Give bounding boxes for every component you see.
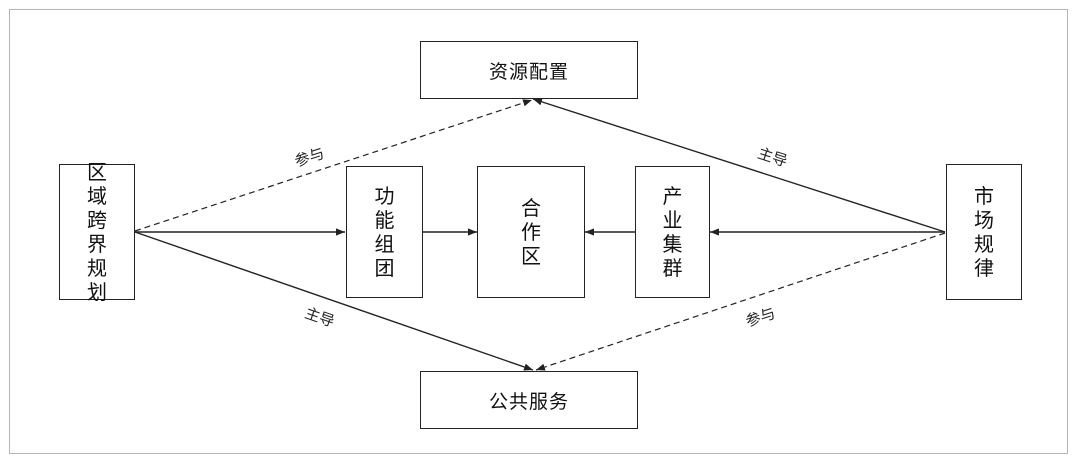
node-industrial-cluster: 产业集群	[635, 166, 710, 298]
edge-market-to-public	[535, 232, 946, 371]
node-public-service: 公共服务	[420, 371, 638, 429]
node-industrial-cluster-label: 产业集群	[662, 184, 683, 280]
node-public-service-label: 公共服务	[488, 390, 569, 413]
edge-label-lead-top: 主导	[755, 144, 789, 170]
node-regional-planning-label: 区域跨界规划	[87, 160, 107, 304]
edge-label-participate-top: 参与	[292, 144, 326, 170]
node-resource-allocation-label: 资源配置	[488, 60, 569, 83]
node-regional-planning: 区域跨界规划	[59, 160, 135, 304]
diagram-frame	[9, 9, 1068, 454]
node-market-law-label: 市场规律	[974, 184, 994, 280]
node-cooperation-zone: 合作区	[477, 166, 585, 298]
edge-market-to-resource	[532, 98, 946, 233]
edge-regional-to-resource	[134, 99, 533, 232]
node-market-law: 市场规律	[946, 164, 1022, 300]
node-functional-group-label: 功能组团	[374, 184, 395, 280]
edge-label-participate-bottom: 参与	[743, 304, 777, 330]
edge-label-lead-bottom: 主导	[303, 304, 337, 331]
node-resource-allocation: 资源配置	[420, 41, 638, 99]
node-functional-group: 功能组团	[346, 166, 423, 298]
edge-regional-to-public	[134, 231, 534, 371]
node-cooperation-zone-label: 合作区	[521, 196, 541, 268]
